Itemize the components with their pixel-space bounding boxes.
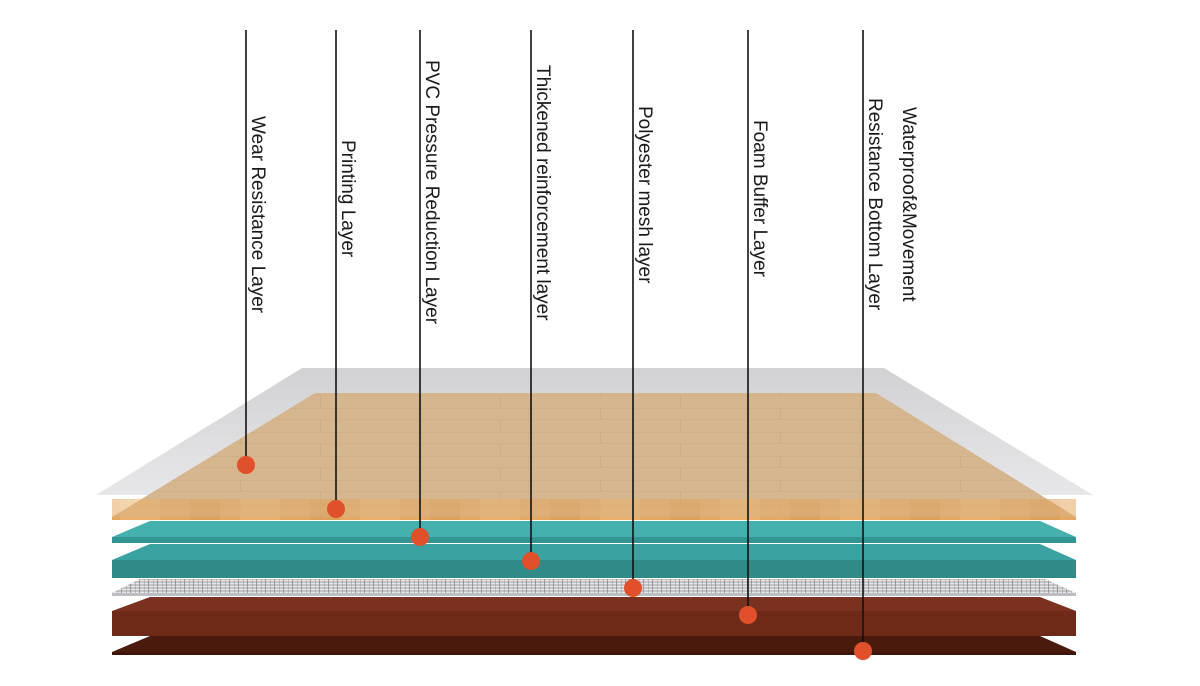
callout-foam	[739, 30, 757, 624]
marker-dot	[739, 606, 757, 624]
marker-dot	[854, 642, 872, 660]
callout-bottom	[854, 30, 872, 660]
callout-printing	[327, 30, 345, 518]
polyester-mesh-layer	[112, 579, 1076, 596]
callout-pvc	[411, 30, 429, 546]
thickened-reinforcement-layer	[112, 544, 1076, 578]
callout-wear	[237, 30, 255, 474]
label-thickened-reinforcement: Thickened reinforcement layer	[532, 65, 553, 321]
marker-dot	[411, 528, 429, 546]
pvc-pressure-reduction-layer	[112, 521, 1076, 543]
label-pvc-pressure-reduction: PVC Pressure Reduction Layer	[421, 60, 442, 325]
label-wear-resistance: Wear Resistance Layer	[247, 116, 268, 314]
callout-thickened	[522, 30, 540, 570]
label-polyester-mesh: Polyester mesh layer	[634, 106, 655, 284]
label-printing: Printing Layer	[337, 140, 358, 258]
foam-buffer-layer	[112, 597, 1076, 636]
marker-dot	[327, 500, 345, 518]
marker-dot	[522, 552, 540, 570]
label-foam-buffer: Foam Buffer Layer	[749, 120, 770, 278]
callout-polyester	[624, 30, 642, 597]
bottom-layer	[112, 636, 1076, 655]
marker-dot	[237, 456, 255, 474]
printing-layer	[112, 393, 1076, 520]
label-bottom-line-2: Resistance Bottom Layer	[864, 98, 885, 311]
marker-dot	[624, 579, 642, 597]
label-bottom-line-1: Waterproof&Movement	[898, 107, 919, 302]
